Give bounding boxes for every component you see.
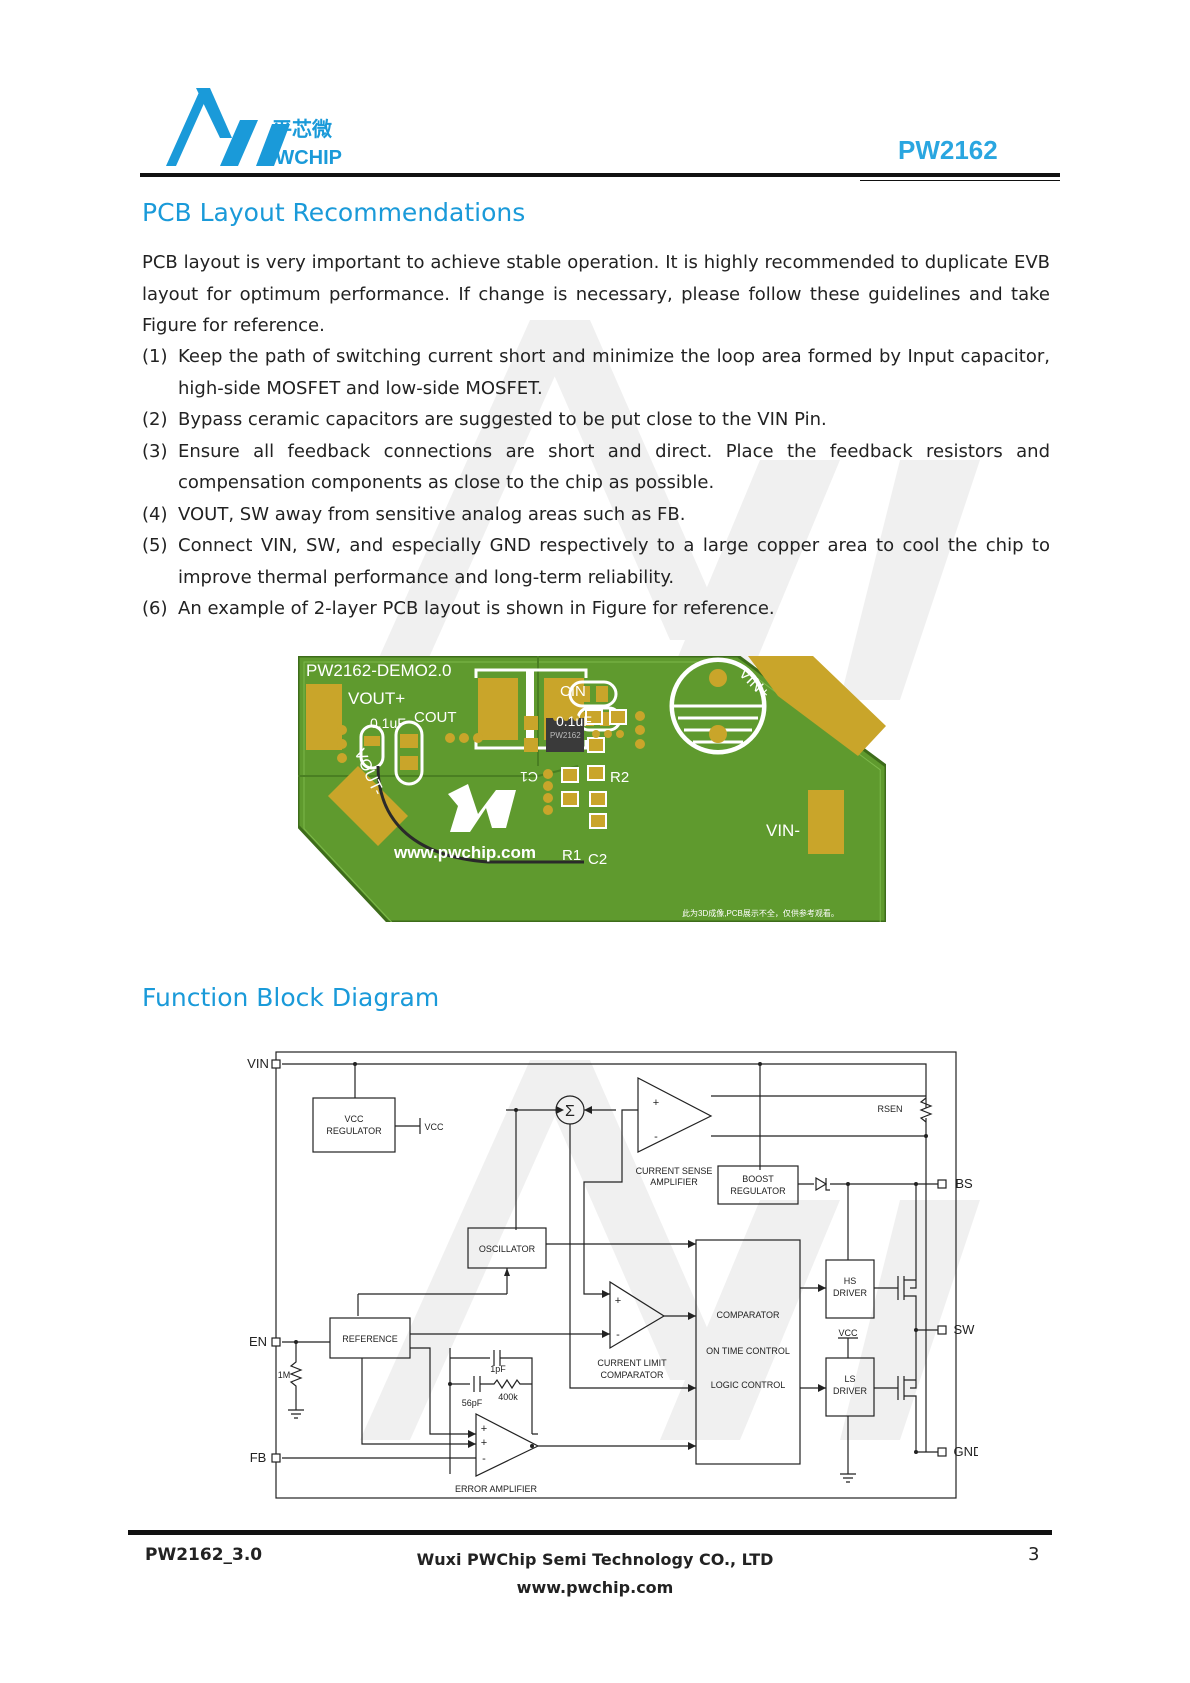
error-amplifier-label: ERROR AMPLIFIER (455, 1484, 538, 1494)
list-item: (6)An example of 2-layer PCB layout is s… (142, 598, 775, 619)
pin-label-sw: SW (954, 1322, 976, 1337)
pcb-label-vout-plus: VOUT+ (348, 689, 405, 708)
cap-56pf-label: 56pF (462, 1398, 483, 1408)
pin-label-gnd: GND (954, 1444, 978, 1459)
summing-node-label: Σ (565, 1103, 575, 1120)
pcb-pad-vin-minus (808, 790, 844, 854)
logo-chinese: 平芯微 (272, 117, 332, 141)
err-amp-minus: - (482, 1453, 486, 1465)
hs-driver-label-1: HS (844, 1276, 857, 1286)
pcb-website: www.pwchip.com (393, 843, 536, 862)
pcb-label-cap-in: 0.1uF (556, 713, 592, 729)
err-amp-plus-1: + (481, 1423, 487, 1435)
cl-comp-minus: - (616, 1329, 620, 1341)
pwchip-logo: 平芯微 PWCHIP (140, 88, 342, 169)
footer-company-block: Wuxi PWChip Semi Technology CO., LTD www… (417, 1546, 774, 1602)
cl-comp-plus: + (615, 1295, 621, 1307)
on-time-control-label: ON TIME CONTROL (706, 1346, 790, 1356)
ls-driver-label-2: DRIVER (833, 1386, 868, 1396)
hs-driver-label-2: DRIVER (833, 1288, 868, 1298)
pin-label-vin: VIN (247, 1056, 269, 1071)
boost-regulator-label-2: REGULATOR (730, 1186, 786, 1196)
pin-label-fb: FB (250, 1450, 267, 1465)
comparator-label: COMPARATOR (716, 1310, 780, 1320)
pcb-disclaimer: 此为3D成像,PCB展示不全，仅供参考观看。 (682, 908, 839, 918)
pcb-board-name: PW2162-DEMO2.0 (306, 661, 452, 680)
footer-rule (128, 1530, 1052, 1535)
section-title-pcb: PCB Layout Recommendations (142, 198, 526, 227)
list-item: (5)Connect VIN, SW, and especially GND r… (142, 535, 1050, 588)
list-item: (3)Ensure all feedback connections are s… (142, 440, 1050, 494)
list-item: (1)Keep the path of switching current sh… (142, 346, 1050, 399)
logo-english: PWCHIP (262, 147, 342, 169)
pcb-label-cin: CIN (560, 683, 586, 700)
pcb-intro-paragraph: PCB layout is very important to achieve … (142, 252, 1050, 336)
resistor-400k-label: 400k (498, 1392, 518, 1402)
pin-label-bs: BS (955, 1176, 973, 1191)
section-title-block-diagram: Function Block Diagram (142, 983, 440, 1012)
rsen-label: RSEN (877, 1104, 902, 1114)
vcc-mid-label: VCC (838, 1328, 858, 1338)
pcb-pad-vout-plus (306, 684, 342, 750)
footer-company: Wuxi PWChip Semi Technology CO., LTD (416, 1550, 774, 1569)
pcb-layout-image: PW2162 PW2162-DEMO2.0 VOUT+ 0.1uF COUT C… (298, 656, 886, 922)
watermark-logo (200, 320, 980, 1440)
footer-website: www.pwchip.com (516, 1578, 674, 1597)
vcc-output-label: VCC (424, 1122, 444, 1132)
pcb-chip-label: PW2162 (550, 731, 581, 740)
header-rule-thin (860, 180, 1060, 181)
current-sense-label-1: CURRENT SENSE (636, 1166, 713, 1176)
logo-stroke-3 (200, 120, 258, 166)
pcb-label-c2: C2 (588, 851, 607, 868)
pcb-label-r1: R1 (562, 847, 581, 864)
current-sense-label-2: AMPLIFIER (650, 1177, 698, 1187)
pcb-logo (448, 784, 516, 832)
pcb-guidelines-list: (1)Keep the path of switching current sh… (142, 341, 1050, 625)
pcb-label-c1: C1 (520, 769, 538, 785)
logo-stroke-2 (196, 88, 232, 138)
logo-stroke-4 (236, 124, 290, 166)
pcb-pad-vin-plus (748, 656, 886, 756)
pcb-label-vin-minus: VIN- (766, 821, 800, 840)
cap-1pf-label: 1pF (490, 1364, 506, 1374)
header-rule (140, 173, 1060, 177)
footer-doc-version: PW2162_3.0 (145, 1545, 263, 1565)
pcb-label-cap-out: 0.1uF (370, 715, 406, 731)
ls-driver-label-1: LS (844, 1374, 855, 1384)
function-block-diagram: VIN EN FB BS SW GND VCC REGULATOR VCC Σ … (247, 1051, 978, 1499)
err-amp-plus-2: + (481, 1437, 487, 1449)
pcb-chip (546, 718, 584, 752)
boost-regulator-label-1: BOOST (742, 1174, 774, 1184)
logo-stroke-1 (140, 90, 210, 166)
vcc-regulator-label-1: VCC (344, 1114, 364, 1124)
pin-label-en: EN (249, 1334, 267, 1349)
resistor-1m-label: 1M (278, 1370, 291, 1380)
current-limit-label-1: CURRENT LIMIT (597, 1358, 667, 1368)
vcc-regulator-label-2: REGULATOR (326, 1126, 382, 1136)
pcb-label-cout: COUT (414, 709, 457, 726)
list-item: (4)VOUT, SW away from sensitive analog a… (142, 503, 686, 525)
list-item: (2)Bypass ceramic capacitors are suggest… (142, 409, 827, 430)
header-part-number: PW2162 (898, 135, 998, 165)
pcb-pad-inductor-1 (478, 678, 518, 740)
cs-amp-plus: + (653, 1097, 659, 1109)
oscillator-label: OSCILLATOR (479, 1244, 536, 1254)
pcb-label-r2: R2 (610, 769, 629, 786)
current-limit-label-2: COMPARATOR (600, 1370, 664, 1380)
reference-label: REFERENCE (342, 1334, 398, 1344)
logic-control-label: LOGIC CONTROL (711, 1380, 786, 1390)
footer-page-number: 3 (1028, 1544, 1040, 1565)
cs-amp-minus: - (654, 1131, 658, 1143)
pcb-pad-vout-minus (328, 766, 408, 846)
